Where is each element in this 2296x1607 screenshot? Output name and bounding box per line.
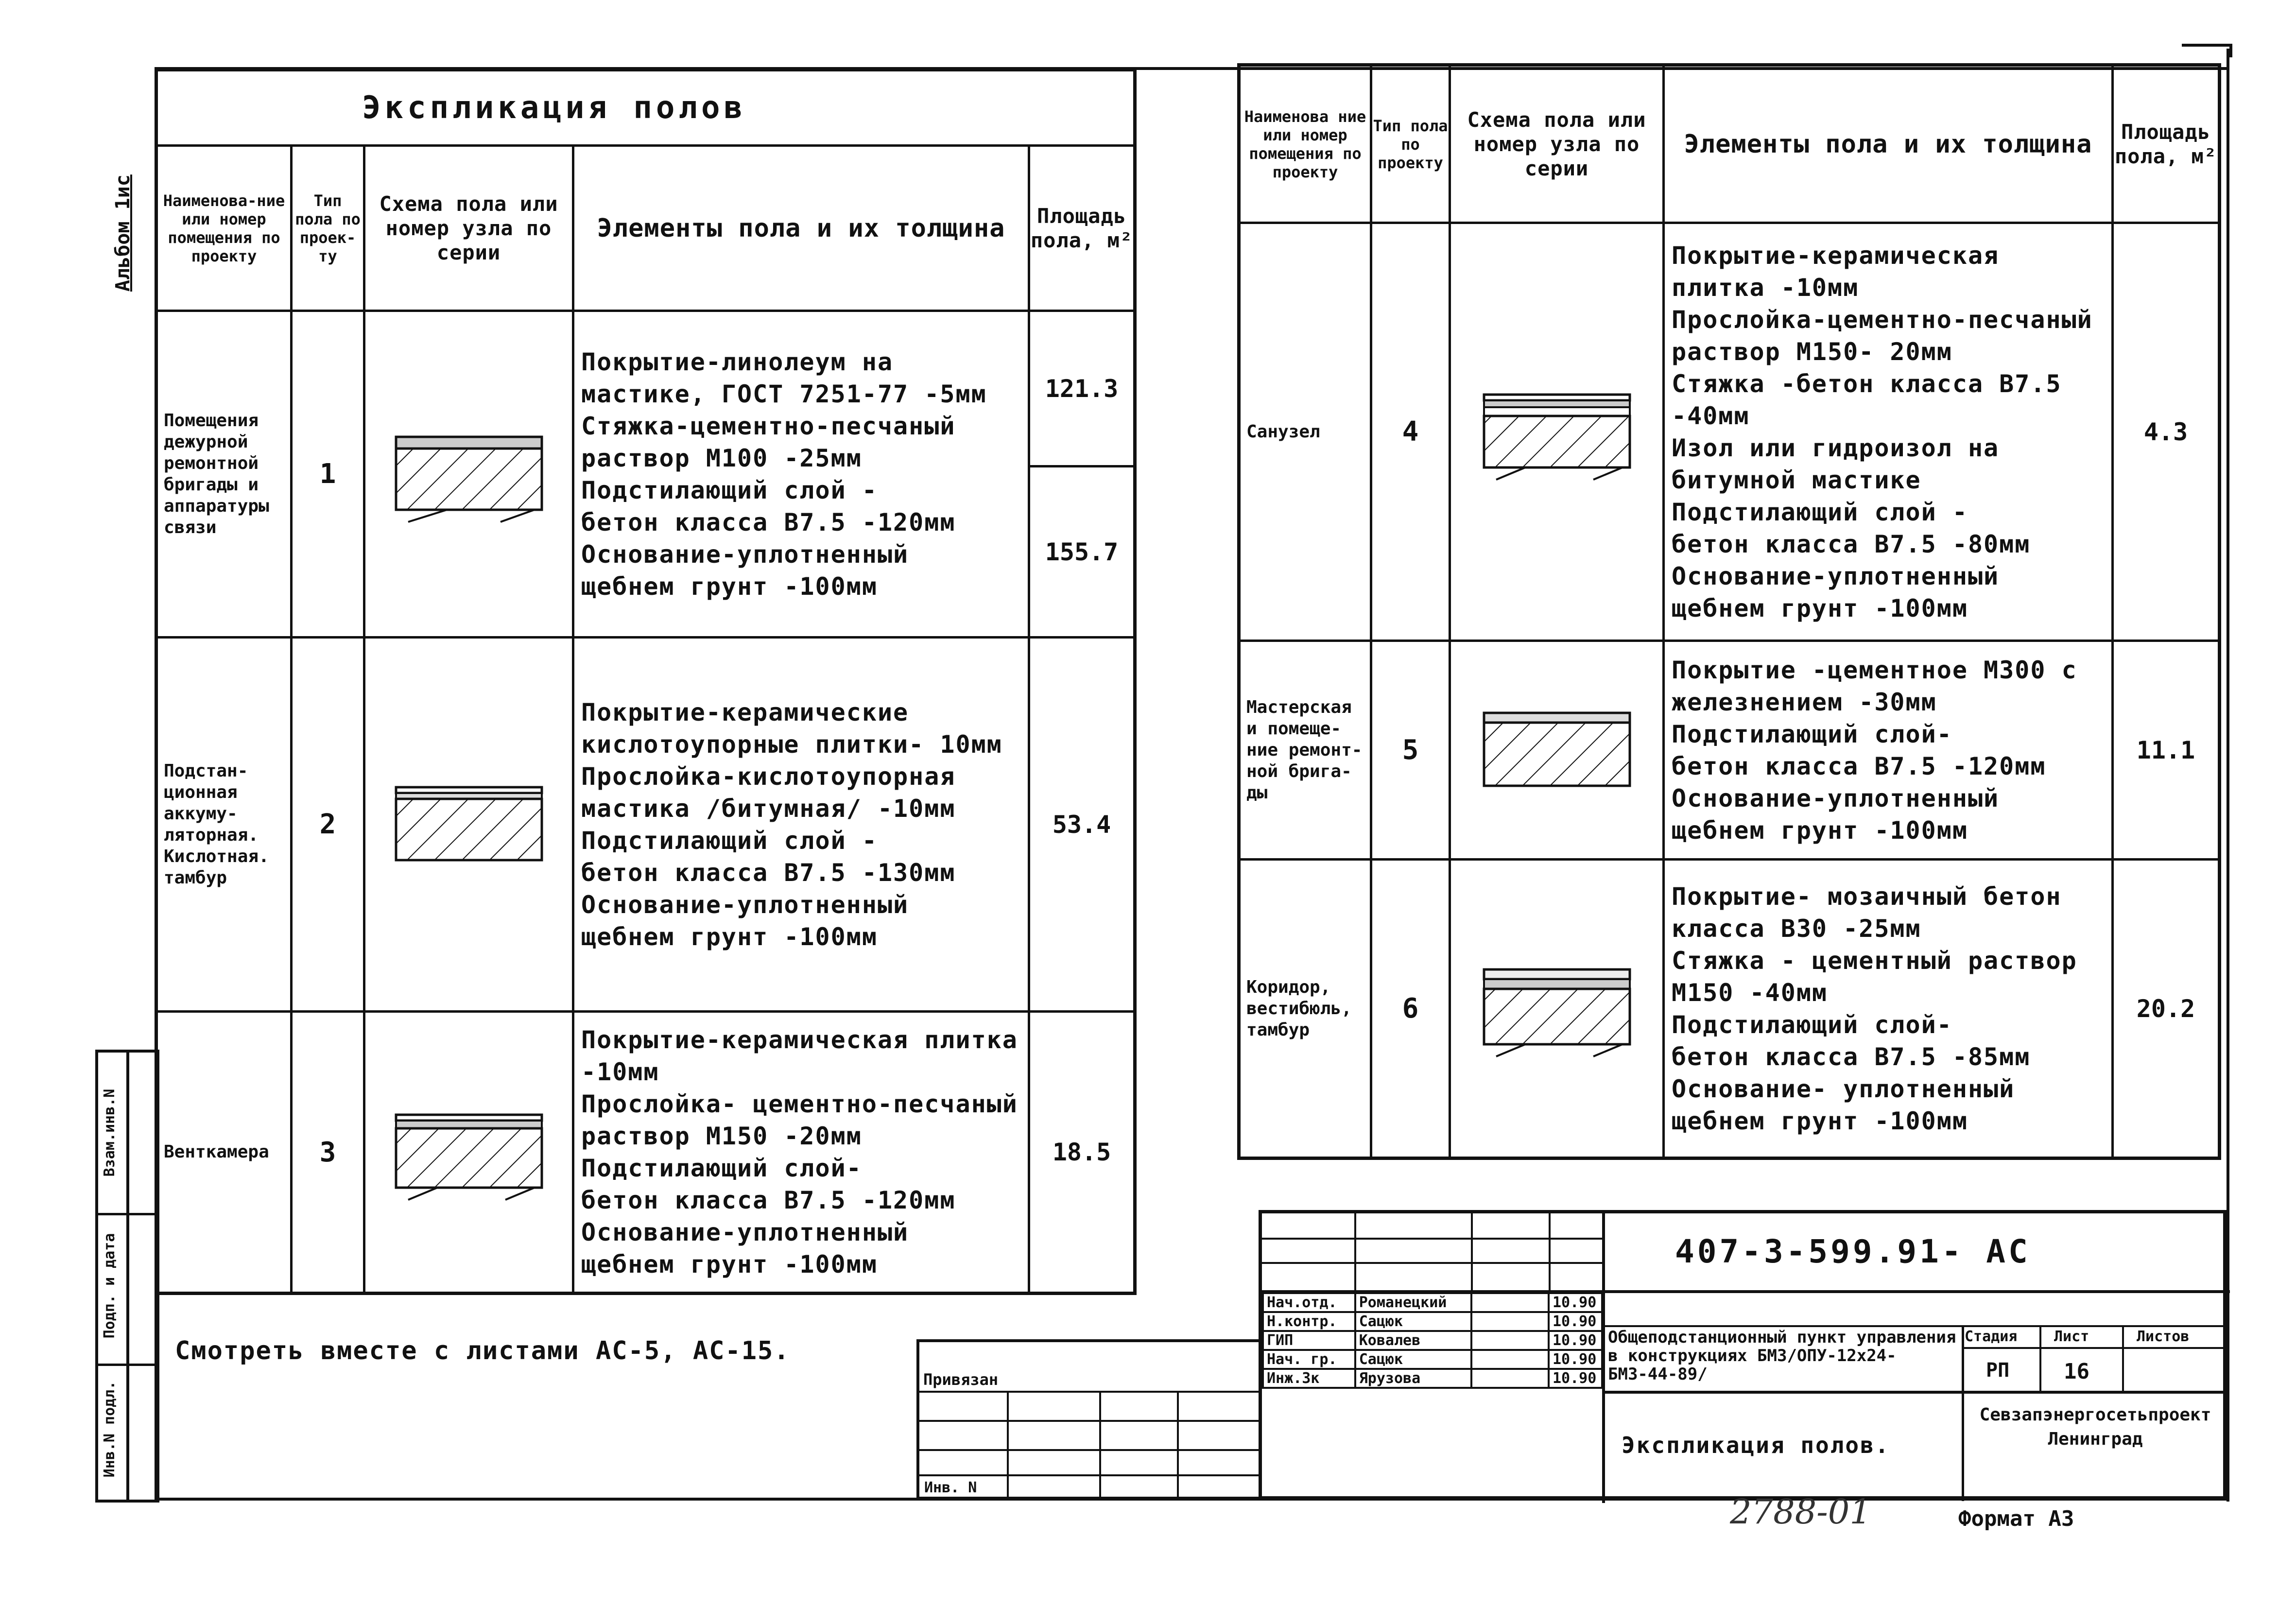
- table-row: Мастерская и помеще-ние ремонт-ной брига…: [1238, 639, 2221, 861]
- role-cell: ГИП: [1262, 1330, 1356, 1351]
- date-cell: 10.90: [1548, 1368, 1603, 1389]
- row4-area: 4.3: [2111, 222, 2221, 642]
- floor-scheme-2: [363, 636, 574, 1013]
- row1-elements: Покрытие-линолеум на мастике, ГОСТ 7251-…: [572, 310, 1030, 639]
- table-row: Коридор, вестибюль, тамбур 6 Покрытие- м…: [1238, 858, 2221, 1159]
- frame-top: [155, 67, 2229, 70]
- stage-label: Стадия: [1965, 1328, 2018, 1345]
- table-row: Помещения дежурной ремонтной бригады и а…: [155, 310, 1137, 639]
- floor-scheme-5: [1449, 639, 1665, 861]
- podp-date-label: Подп. и дата: [101, 1233, 118, 1339]
- table-title: Экспликация полов: [155, 69, 1137, 147]
- row4-elements: Покрытие-керамическая плитка -10мм Просл…: [1662, 222, 2114, 642]
- floor-scheme-4: [1449, 222, 1665, 642]
- row1-room: Помещения дежурной ремонтной бригады и а…: [155, 310, 293, 639]
- vzam-inv-label: Взам.инв.N: [101, 1089, 118, 1177]
- header-type: Тип пола по проек-ту: [290, 144, 365, 312]
- date-cell: 10.90: [1548, 1349, 1603, 1370]
- organization: Севзапэнергосетьпроект Ленинград: [1979, 1405, 2211, 1449]
- header-scheme: Схема пола или номер узла по серии: [1449, 64, 1665, 224]
- row4-type: 4: [1370, 222, 1451, 642]
- row1-area-2: 155.7: [1027, 465, 1137, 639]
- floor-scheme-3: [363, 1010, 574, 1295]
- stage-value: РП: [1986, 1359, 2010, 1382]
- sheets-label: Листов: [2137, 1328, 2190, 1345]
- format-label: Формат А3: [1958, 1506, 2074, 1531]
- table-row: Венткамера 3 Покрытие-керамическая плитк…: [155, 1010, 1137, 1295]
- row2-elements: Покрытие-керамические кислотоупорные пли…: [572, 636, 1030, 1013]
- row6-elements: Покрытие- мозаичный бетон класса В30 -25…: [1662, 858, 2114, 1159]
- row4-room: Санузел: [1238, 222, 1372, 642]
- name-cell: Ярузова: [1354, 1368, 1473, 1389]
- header-scheme: Схема пола или номер узла по серии: [363, 144, 574, 312]
- role-cell: Инж.3к: [1262, 1368, 1356, 1389]
- inv-label: Инв. N: [924, 1479, 977, 1496]
- row6-room: Коридор, вестибюль, тамбур: [1238, 858, 1372, 1159]
- row3-elements: Покрытие-керамическая плитка -10мм Просл…: [572, 1010, 1030, 1295]
- row1-type: 1: [290, 310, 365, 639]
- row2-room: Подстан-ционная аккуму-ляторная. Кислотн…: [155, 636, 293, 1013]
- role-cell: Нач. гр.: [1262, 1349, 1356, 1370]
- drawing-title: Экспликация полов.: [1622, 1432, 1890, 1458]
- name-cell: Ковалев: [1354, 1330, 1473, 1351]
- album-label: Альбом 1ис: [112, 174, 134, 292]
- row3-type: 3: [290, 1010, 365, 1295]
- header-elements: Элементы пола и их толщина: [1662, 64, 2114, 224]
- date-cell: 10.90: [1548, 1311, 1603, 1332]
- header-type: Тип пола по проекту: [1370, 64, 1451, 224]
- sheet-value: 16: [2064, 1359, 2089, 1384]
- row6-type: 6: [1370, 858, 1451, 1159]
- sheet-label: Лист: [2054, 1328, 2089, 1345]
- frame-right: [2227, 49, 2229, 1502]
- sheet-number-handwritten: 2788-01: [1730, 1492, 1871, 1532]
- row5-area: 11.1: [2111, 639, 2221, 861]
- floor-scheme-6: [1449, 858, 1665, 1159]
- name-cell: Сацюк: [1354, 1349, 1473, 1370]
- row2-area: 53.4: [1027, 636, 1137, 1013]
- header-elements: Элементы пола и их толщина: [572, 144, 1030, 312]
- row6-area: 20.2: [2111, 858, 2221, 1159]
- drawing-code: 407-3-599.91- АС: [1675, 1233, 2031, 1270]
- right-floor-table: Наименова ние или номер помещения по про…: [1237, 63, 2221, 1160]
- date-cell: 10.90: [1548, 1292, 1603, 1313]
- corner-mark: [2182, 44, 2232, 57]
- bound-label: Привязан: [923, 1370, 999, 1389]
- role-cell: Нач.отд.: [1262, 1292, 1356, 1313]
- role-cell: Н.контр.: [1262, 1311, 1356, 1332]
- date-cell: 10.90: [1548, 1330, 1603, 1351]
- header-area: Площадь пола, м²: [1027, 144, 1137, 312]
- floor-scheme-1: [363, 310, 574, 639]
- side-stamp-frame: Взам.инв.N Подп. и дата Инв.N подл.: [95, 1050, 159, 1503]
- name-cell: Сацюк: [1354, 1311, 1473, 1332]
- left-floor-table: Экспликация полов Наименова-ние или номе…: [155, 68, 1137, 1295]
- binding-block: Привязан Инв. N: [916, 1339, 1261, 1500]
- row3-area: 18.5: [1027, 1010, 1137, 1295]
- name-cell: Романецкий: [1354, 1292, 1473, 1313]
- table-row: Подстан-ционная аккуму-ляторная. Кислотн…: [155, 636, 1137, 1013]
- inv-podl-label: Инв.N подл.: [101, 1381, 118, 1478]
- row1-area-1: 121.3: [1027, 310, 1137, 467]
- row5-elements: Покрытие -цементное М300 с железнением -…: [1662, 639, 2114, 861]
- row5-type: 5: [1370, 639, 1451, 861]
- header-area: Площадь пола, м²: [2111, 64, 2221, 224]
- title-block: 407-3-599.91- АС Нач.отд.Романецкий 10.90…: [1259, 1210, 2230, 1503]
- project-title: Общеподстанционный пункт управления в ко…: [1608, 1328, 1956, 1384]
- header-room: Наименова ние или номер помещения по про…: [1238, 64, 1372, 224]
- row3-room: Венткамера: [155, 1010, 293, 1295]
- row5-room: Мастерская и помеще-ние ремонт-ной брига…: [1238, 639, 1372, 861]
- note-text: Смотреть вместе с листами АС-5, АС-15.: [175, 1336, 790, 1365]
- row2-type: 2: [290, 636, 365, 1013]
- table-row: Санузел 4 Покрытие-керамическая плитка -…: [1238, 222, 2221, 642]
- header-room: Наименова-ние или номер помещения по про…: [155, 144, 293, 312]
